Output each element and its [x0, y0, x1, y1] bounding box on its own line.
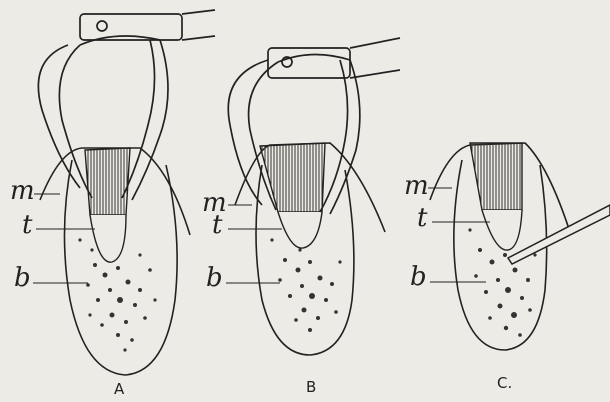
panel-a-figure: [38, 10, 215, 375]
caption-panel-c: C.: [497, 376, 512, 391]
label-b-panel-a: b: [14, 265, 31, 291]
caption-panel-a: A: [114, 382, 124, 397]
bone-stipple-b: [270, 238, 341, 332]
label-t-panel-a: t: [22, 212, 32, 238]
tooth-root-c: [482, 210, 522, 250]
tooth-crown-b: [260, 143, 325, 212]
label-b-panel-c: b: [410, 264, 427, 290]
label-t-panel-c: t: [417, 205, 427, 231]
tooth-root-b: [278, 212, 322, 248]
panel-c-figure: [430, 143, 610, 350]
panel-b-figure: [228, 38, 400, 355]
label-m-panel-c: m: [404, 173, 429, 199]
label-t-panel-b: t: [212, 212, 222, 238]
caption-panel-b: B: [306, 380, 316, 395]
elevator-instrument-c: [508, 205, 610, 264]
label-b-panel-b: b: [206, 265, 223, 291]
tooth-crown-c: [470, 143, 522, 210]
tooth-root-a: [90, 215, 126, 262]
label-m-panel-a: m: [10, 178, 35, 204]
tooth-crown-a: [85, 148, 130, 215]
